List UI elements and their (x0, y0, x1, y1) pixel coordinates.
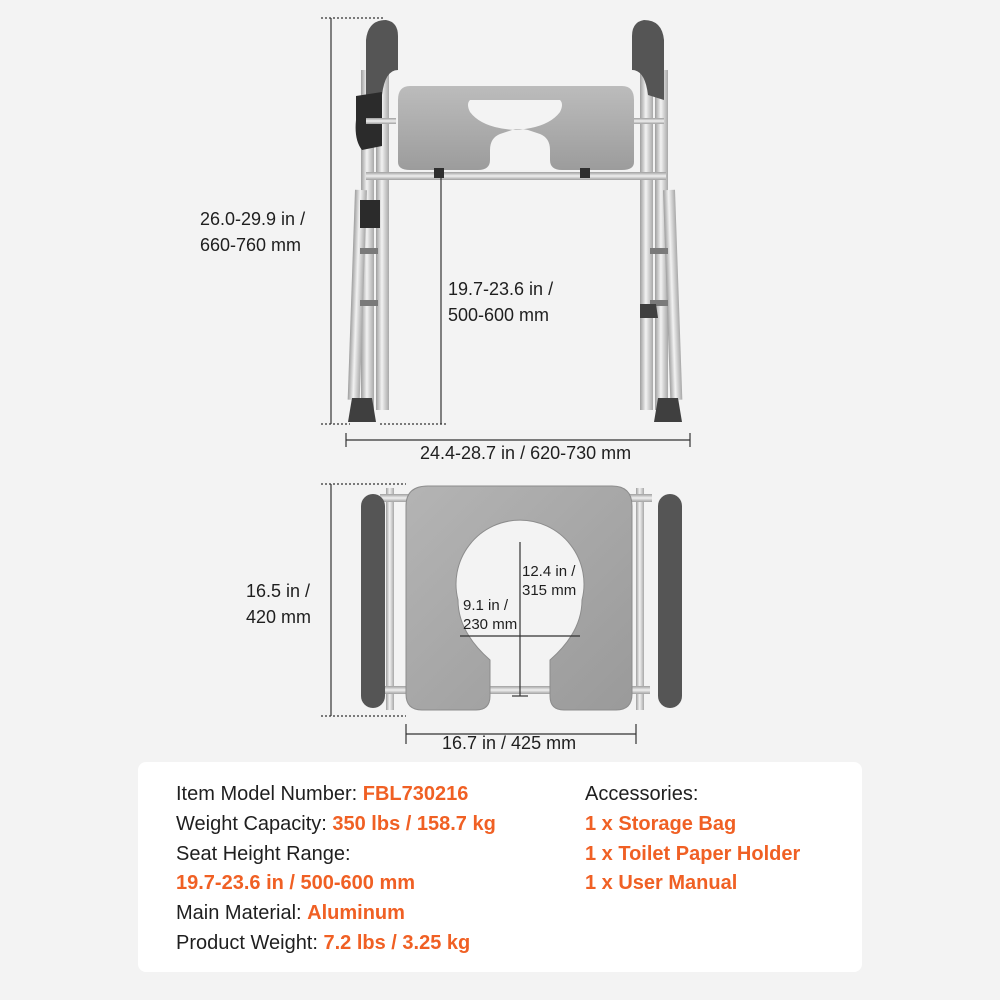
spec-seat-height-value: 19.7-23.6 in / 500-600 mm (176, 872, 416, 895)
opening-depth-line1: 12.4 in / (522, 563, 576, 580)
opening-width-line2: 230 mm (463, 616, 518, 633)
top-view-chair (361, 485, 682, 711)
front-dimension-lines (321, 17, 691, 447)
accessory-item: 1 x Storage Bag (585, 812, 737, 835)
spec-weight-value: 7.2 lbs / 3.25 kg (323, 931, 471, 954)
accessory-item: 1 x User Manual (585, 872, 738, 895)
opening-width-label: 9.1 in / 230 mm (463, 596, 517, 634)
seat-depth-line2: 420 mm (246, 607, 312, 627)
spec-weight-label: Product Weight: (176, 931, 324, 954)
spec-capacity-value: 350 lbs / 158.7 kg (332, 812, 496, 835)
top-dimension-lines (321, 483, 637, 744)
spec-material-value: Aluminum (307, 902, 405, 925)
spec-material-label: Main Material: (176, 902, 308, 925)
front-view-chair (347, 20, 683, 422)
top-left-armrest (361, 494, 385, 708)
spec-capacity-label: Weight Capacity: (176, 812, 333, 835)
total-width-label: 24.4-28.7 in / 620-730 mm (420, 443, 632, 463)
accessory-item: 1 x Toilet Paper Holder (585, 842, 801, 865)
seat-height-line1: 19.7-23.6 in / (448, 279, 554, 299)
right-foot (654, 398, 682, 422)
opening-width-line1: 9.1 in / (463, 597, 509, 614)
seat-front (398, 86, 634, 170)
crossbar-front (366, 172, 666, 180)
total-height-line1: 26.0-29.9 in / (200, 209, 306, 229)
seat-depth-label: 16.5 in / 420 mm (246, 578, 311, 630)
spec-weight: Product Weight: 7.2 lbs / 3.25 kg (176, 929, 496, 959)
total-height-line2: 660-760 mm (200, 235, 302, 255)
seat-height-line2: 500-600 mm (448, 305, 550, 325)
spec-model-label: Item Model Number: (176, 783, 363, 805)
left-armrest (366, 20, 398, 100)
spec-capacity: Weight Capacity: 350 lbs / 158.7 kg (176, 810, 496, 840)
left-leg (347, 70, 389, 410)
spec-material: Main Material: Aluminum (176, 899, 496, 929)
spec-model-value: FBL730216 (362, 783, 469, 805)
left-foot (348, 398, 376, 422)
opening-depth-line2: 315 mm (522, 582, 577, 599)
right-armrest (632, 20, 664, 100)
accessories-list: Accessories: 1 x Storage Bag 1 x Toilet … (585, 780, 800, 899)
strap (360, 200, 380, 228)
spec-list: Item Model Number: FBL730216 Weight Capa… (176, 780, 496, 959)
spec-model: Item Model Number: FBL730216 (176, 780, 496, 810)
right-leg (640, 70, 683, 410)
spec-card: Item Model Number: FBL730216 Weight Capa… (138, 762, 862, 972)
seat-height-label: 19.7-23.6 in / 500-600 mm (448, 276, 553, 328)
total-height-label: 26.0-29.9 in / 660-760 mm (200, 206, 305, 258)
opening-depth-label: 12.4 in / 315 mm (522, 562, 576, 600)
seat-top (405, 485, 633, 711)
top-right-armrest (658, 494, 682, 708)
accessories-title: Accessories: (585, 783, 699, 805)
seat-width-label: 16.7 in / 425 mm (442, 733, 577, 753)
seat-depth-line1: 16.5 in / (246, 581, 311, 601)
spec-seat-height-label: Seat Height Range: (176, 842, 351, 865)
